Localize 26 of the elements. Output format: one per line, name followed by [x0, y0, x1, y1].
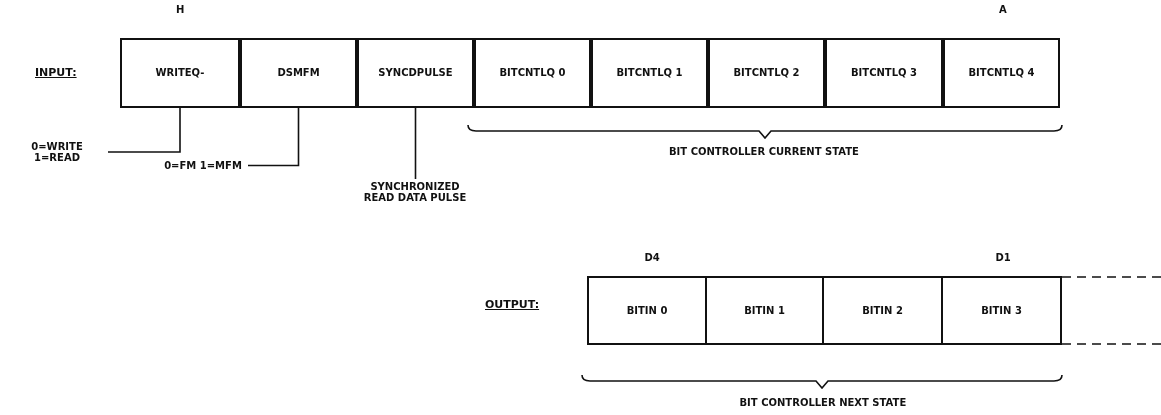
leader-line: [107, 107, 181, 153]
register-field: BITCNTLQ 0: [474, 38, 591, 108]
register-field: BITIN 3: [941, 276, 1062, 345]
register-field: BITIN 1: [705, 276, 824, 345]
group-label: BIT CONTROLLER NEXT STATE: [739, 397, 907, 408]
annotation-text: 0=FM 1=MFM: [160, 160, 246, 171]
row-label: INPUT:: [35, 66, 77, 79]
register-field: BITCNTLQ 3: [825, 38, 943, 108]
register-field: BITCNTLQ 4: [943, 38, 1060, 108]
annotation-text: SYNCHRONIZED READ DATA PULSE: [355, 181, 475, 203]
register-field: WRITEQ-: [120, 38, 240, 108]
register-field: BITCNTLQ 2: [708, 38, 825, 108]
register-field: BITCNTLQ 1: [591, 38, 708, 108]
leader-line: [414, 107, 417, 180]
bit-label: D4: [644, 252, 660, 263]
group-label: BIT CONTROLLER CURRENT STATE: [669, 146, 859, 157]
leader-line: [247, 107, 300, 167]
register-field: SYNCDPULSE: [357, 38, 474, 108]
annotation-text: 0=WRITE 1=READ: [8, 141, 106, 163]
bit-label: H: [176, 4, 185, 15]
row-label: OUTPUT:: [485, 298, 540, 311]
register-field: BITIN 0: [587, 276, 707, 345]
bit-label: D1: [995, 252, 1011, 263]
register-field: BITIN 2: [822, 276, 943, 345]
register-field: DSMFM: [240, 38, 357, 108]
bit-label: A: [999, 4, 1007, 15]
